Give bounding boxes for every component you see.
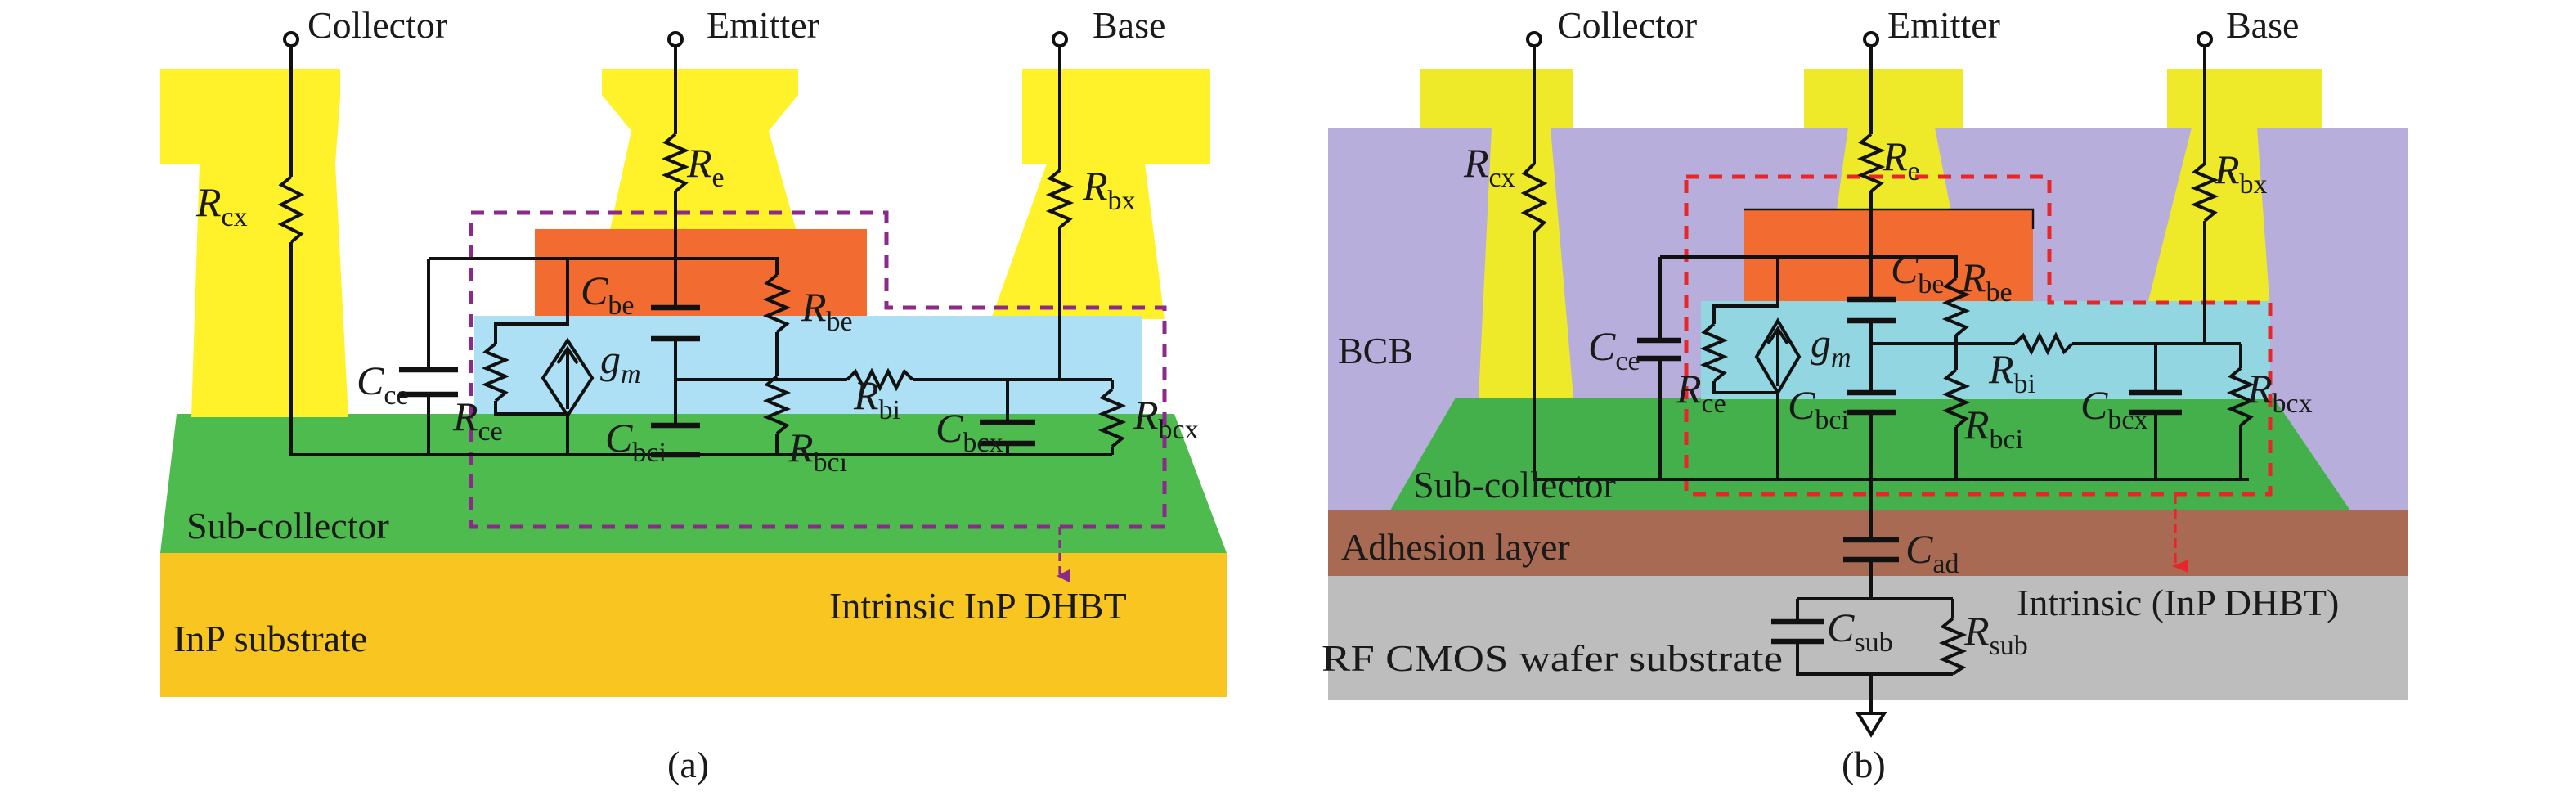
resistor-rcx [277, 175, 305, 244]
collector-pad [160, 69, 348, 417]
label-rbi: Rbi [853, 372, 900, 425]
emitter-pad [1804, 69, 1963, 221]
emitter-label: Emitter [707, 4, 819, 46]
label-rbcx: Rbcx [2246, 366, 2313, 419]
base-terminal [2197, 31, 2213, 47]
bcb-label: BCB [1338, 330, 1413, 371]
resistor-rbi [846, 367, 914, 392]
label-cce: Cce [1588, 323, 1640, 376]
label-rcx: Rcx [1463, 140, 1515, 193]
label-cbe: Cbe [1891, 246, 1944, 299]
circuit-wires [277, 46, 1127, 458]
resistor-rce [481, 342, 510, 402]
intrinsic-label: Intrinsic InP DHBT [829, 585, 1127, 627]
base-label: Base [1093, 4, 1165, 46]
resistor-re [1856, 133, 1886, 193]
resistor-rbi [2013, 331, 2074, 356]
rf-cmos-substrate-layer [1328, 576, 2408, 700]
panel-b: Collector Emitter Base Rcx Re Rbx Cbe Rb… [1322, 4, 2408, 785]
label-rbci: Rbci [788, 425, 847, 478]
resistor-rbci [762, 375, 792, 435]
label-rbcx: Rbcx [1133, 392, 1199, 445]
label-rbx: Rbx [2214, 146, 2268, 200]
resistor-rbx [1045, 169, 1075, 229]
resistor-rsub [1938, 617, 1968, 676]
label-rsub: Rsub [1963, 608, 2028, 661]
emitter-label: Emitter [1887, 4, 2000, 46]
resistor-rbe [762, 273, 792, 334]
label-cbci: Cbci [605, 415, 666, 468]
collector-label: Collector [1557, 4, 1697, 46]
sub-collector-label: Sub-collector [186, 505, 389, 546]
circuit-wires [1520, 46, 2255, 738]
collector-terminal [283, 31, 299, 47]
emitter-layer [535, 229, 867, 319]
label-rce: Rce [452, 394, 503, 447]
base-terminal [1052, 31, 1068, 47]
resistor-rbx [2190, 162, 2219, 223]
resistor-rbcx [2226, 367, 2255, 427]
label-gm: gm [600, 336, 641, 389]
base-label: Base [2226, 4, 2299, 46]
substrate-label: InP substrate [173, 618, 367, 659]
label-cbcx: Cbcx [2080, 382, 2147, 435]
resistor-rcx [1520, 162, 1548, 234]
intrinsic-label: Intrinsic (InP DHBT) [2017, 582, 2339, 623]
label-gm: gm [1811, 320, 1851, 373]
intrinsic-region-box [469, 210, 1167, 529]
label-cce: Cce [357, 358, 409, 411]
collector-label: Collector [307, 4, 447, 46]
label-rbe: Rbe [1960, 254, 2013, 308]
adhesion-layer [1328, 510, 2408, 576]
label-cbcx: Cbcx [936, 405, 1003, 458]
label-rbi: Rbi [1988, 346, 2035, 399]
ground-icon [1855, 712, 1887, 738]
adhesion-label: Adhesion layer [1341, 526, 1570, 568]
caption-a: (a) [667, 744, 709, 785]
emitter-terminal [1863, 31, 1879, 47]
label-re: Re [1882, 133, 1920, 187]
label-rcx: Rcx [195, 179, 248, 232]
label-rbx: Rbx [1082, 163, 1136, 216]
base-layer [474, 316, 1142, 414]
label-cbci: Cbci [1788, 382, 1849, 435]
base-layer [1701, 301, 2270, 399]
label-re: Re [686, 140, 725, 193]
emitter-terminal [667, 31, 684, 47]
caption-b: (b) [1842, 744, 1886, 785]
substrate-label: RF CMOS wafer substrate [1322, 637, 1783, 679]
collector-terminal [1526, 31, 1542, 47]
base-pad [991, 69, 1210, 319]
label-cad: Cad [1905, 526, 1959, 579]
panel-a: Collector Emitter Base Rcx Re Rbx Cbe Rb… [160, 4, 1227, 785]
resistor-rce [1699, 322, 1729, 383]
resistor-rbci [1941, 368, 1971, 429]
label-rbci: Rbci [1963, 402, 2023, 455]
base-pad [2146, 69, 2322, 311]
label-rbe: Rbe [801, 284, 853, 337]
label-rce: Rce [1676, 366, 1726, 419]
sub-collector-label: Sub-collector [1413, 464, 1616, 506]
emitter-pad [602, 69, 798, 237]
label-cbe: Cbe [581, 268, 634, 321]
resistor-rbcx [1097, 388, 1127, 448]
intrinsic-region-box [1684, 174, 2273, 497]
resistor-re [661, 133, 690, 193]
label-csub: Csub [1827, 605, 1893, 658]
resistor-rbe [1941, 277, 1971, 337]
inp-substrate-layer [160, 553, 1227, 697]
